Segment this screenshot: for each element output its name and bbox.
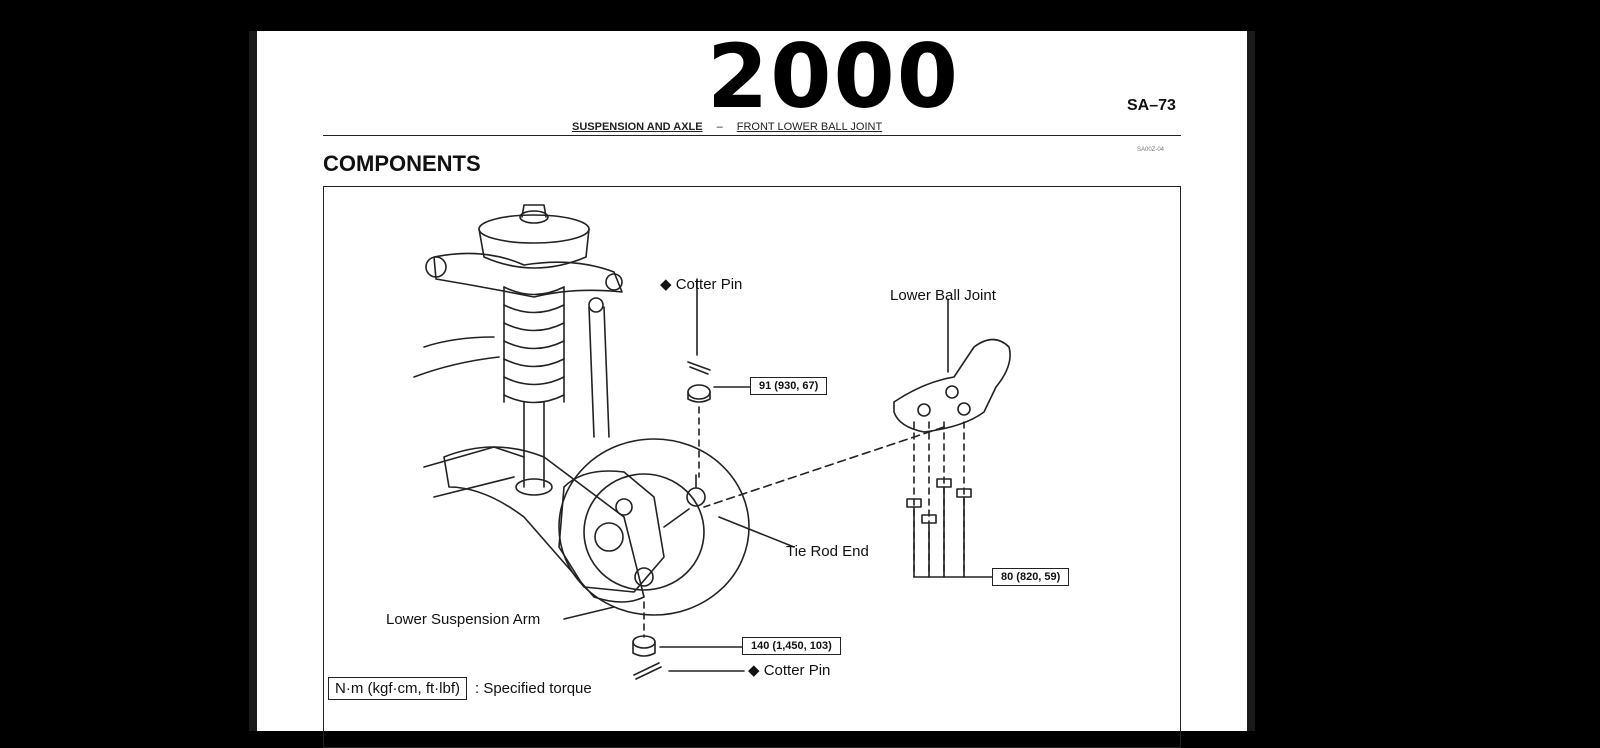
subsection-name: FRONT LOWER BALL JOINT — [736, 121, 883, 133]
page-number: SA–73 — [1127, 97, 1176, 114]
steering-knuckle-drawing — [558, 438, 750, 616]
section-name: SUSPENSION AND AXLE — [572, 121, 703, 133]
legend-unit-box: N·m (kgf·cm, ft·lbf) — [328, 677, 467, 700]
torque-bottom-nut: 140 (1,450, 103) — [742, 637, 841, 655]
document-code: SA00Z-04 — [1137, 147, 1165, 153]
year-overlay: 2000 — [707, 25, 960, 128]
header-separator: – — [716, 121, 723, 133]
suspension-diagram — [413, 204, 1011, 680]
torque-legend: N·m (kgf·cm, ft·lbf) : Specified torque — [328, 677, 592, 700]
components-figure: ◆ Cotter Pin Lower Ball Joint Tie Rod En… — [323, 186, 1181, 748]
tie-rod-end-drawing — [663, 474, 706, 528]
lower-arm-drawing — [443, 446, 645, 603]
torque-top-nut: 91 (930, 67) — [750, 377, 828, 395]
label-cotter-pin-bottom: ◆ Cotter Pin — [748, 662, 831, 679]
legend-unit-description: : Specified torque — [475, 680, 592, 697]
label-tie-rod-end: Tie Rod End — [786, 543, 869, 560]
section-title: COMPONENTS — [323, 151, 481, 176]
lower-arm-leader — [563, 606, 615, 620]
manual-page: 2000 SA–73 SUSPENSION AND AXLE – FRONT LOW… — [257, 25, 1247, 748]
label-lower-suspension-arm: Lower Suspension Arm — [386, 611, 541, 628]
shock-absorber-drawing — [515, 401, 553, 496]
label-lower-ball-joint: Lower Ball Joint — [890, 287, 996, 304]
running-header: SUSPENSION AND AXLE – FRONT LOWER BALL JOI… — [572, 121, 882, 133]
top-cotter-pin-drawing — [687, 278, 755, 478]
label-cotter-pin-top: ◆ Cotter Pin — [660, 276, 743, 293]
strut-top-mount-drawing — [478, 204, 590, 269]
header-rule — [323, 135, 1181, 136]
tie-rod-leader — [718, 516, 795, 548]
frame-drawing — [413, 336, 525, 498]
torque-ball-joint-bolts: 80 (820, 59) — [992, 568, 1070, 586]
lower-ball-joint-drawing — [703, 298, 1011, 578]
bottom-nut-drawing — [632, 601, 745, 680]
stabilizer-link-drawing — [588, 297, 610, 438]
upper-arm-drawing — [425, 252, 623, 298]
coil-spring-drawing — [503, 286, 565, 404]
